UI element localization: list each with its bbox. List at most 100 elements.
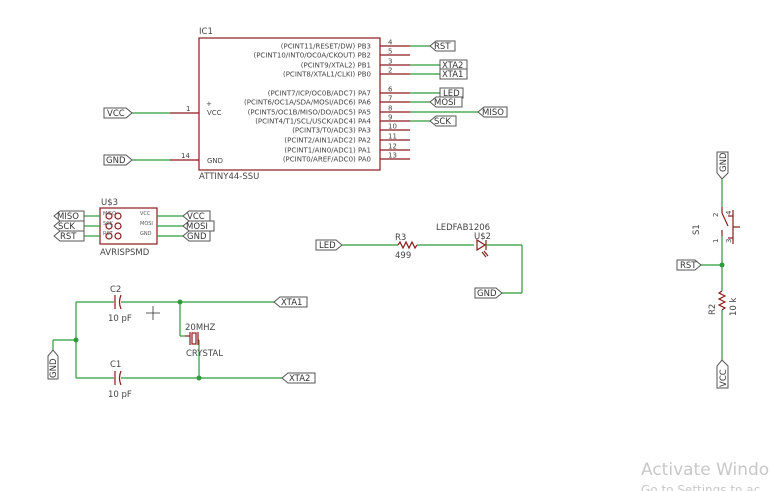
ic1-pin-label: (PCINT6/OC1A/SDA/MOSI/ADC6) PA6 xyxy=(244,99,372,107)
c1-capacitor[interactable] xyxy=(114,370,122,386)
c1-name: C1 xyxy=(110,360,121,370)
crosshair-cursor-icon xyxy=(146,306,160,320)
net-label-mosi-header[interactable]: MOSI xyxy=(182,220,215,232)
c1-value: 10 pF xyxy=(108,390,132,400)
ic1-name: IC1 xyxy=(199,27,213,37)
net-label-xta2-text: XTA2 xyxy=(442,61,463,71)
r3-value: 499 xyxy=(395,251,411,261)
net-label-mosi-ic1[interactable]: MOSI xyxy=(429,96,463,108)
ic1-pin-label: (PCINT8/XTAL1/CLKI) PB0 xyxy=(283,71,371,79)
crystal-y1[interactable] xyxy=(185,332,199,345)
ic1-vcc-pin-num: 1 xyxy=(186,105,190,113)
net-label-miso-ic1[interactable]: MISO xyxy=(477,106,508,118)
net-label-gnd-led[interactable] xyxy=(474,287,503,299)
c2-value: 10 pF xyxy=(108,314,132,324)
net-label-gnd-reset-text: GND xyxy=(719,152,729,172)
net-label-vcc-text: VCC xyxy=(107,109,125,119)
net-label-vcc-header-text: VCC xyxy=(187,212,205,222)
crystal-value: CRYSTAL xyxy=(186,349,223,359)
net-label-xta1-ic1[interactable]: XTA1 xyxy=(439,68,468,80)
net-label-gnd-led-text: GND xyxy=(477,289,497,299)
ic1-pin-number: 5 xyxy=(388,48,392,56)
net-label-rst-reset[interactable] xyxy=(676,259,702,271)
net-label-xta1-text: XTA1 xyxy=(442,70,463,80)
avrisp-header[interactable]: U$3 MISO SCK RST VCC MOSI GND AVRISPSMD xyxy=(99,198,158,258)
net-label-gnd-header-text: GND xyxy=(187,232,207,242)
ic1-pin-label: (PCINT9/XTAL2) PB1 xyxy=(301,62,371,70)
net-label-xta2-crystal[interactable] xyxy=(281,372,316,384)
net-label-led-circuit-text: LED xyxy=(319,241,336,251)
reset-circuit[interactable]: GND S1 2 4 1 3 RST R2 10 k VCC xyxy=(676,151,740,389)
ic1-pin-number: 12 xyxy=(388,143,397,151)
header-pin-sck: SCK xyxy=(103,221,114,227)
ic1-plus-sign: + xyxy=(206,100,212,108)
net-label-rst-header[interactable]: RST xyxy=(53,230,85,242)
ic1-gnd-label: GND xyxy=(207,157,223,165)
crystal-circuit[interactable]: C2 10 pF C1 10 pF xyxy=(47,285,316,400)
activate-windows-watermark: Activate Windo xyxy=(641,460,769,480)
r2-value: 10 k xyxy=(729,297,739,316)
ic1-pin-number: 13 xyxy=(388,152,397,160)
net-label-sck-header[interactable]: SCK xyxy=(53,220,85,232)
net-label-vcc-ic1[interactable]: VCC xyxy=(103,107,133,119)
net-label-rst-header-text: RST xyxy=(60,232,77,242)
ic1-pin-number: 2 xyxy=(388,67,392,75)
net-label-rst-ic1[interactable]: RST xyxy=(429,40,456,52)
net-label-mosi-header-text: MOSI xyxy=(186,222,208,232)
c2-name: C2 xyxy=(110,285,121,295)
net-label-vcc-reset-text: VCC xyxy=(719,369,729,387)
r3-name: R3 xyxy=(395,233,406,243)
s1-name: S1 xyxy=(692,224,702,235)
led-circuit[interactable]: LED R3 499 LEDFAB1206 U$2 GND xyxy=(315,223,523,299)
header-pin-mosi: MOSI xyxy=(140,221,153,227)
ic1-pin-number: 7 xyxy=(388,95,392,103)
r2-resistor[interactable] xyxy=(717,290,727,311)
net-label-led-text: LED xyxy=(443,89,460,99)
ic1-pin-number: 9 xyxy=(388,114,392,122)
net-label-gnd-text: GND xyxy=(106,156,126,166)
led-diode[interactable] xyxy=(476,238,489,258)
ic1-gnd-pin-num: 14 xyxy=(181,152,190,160)
ic1-pin-number: 4 xyxy=(388,39,393,47)
net-label-xta1-crystal[interactable] xyxy=(273,296,308,308)
led-value: LEDFAB1206 xyxy=(436,223,490,233)
net-label-miso-header-text: MISO xyxy=(57,212,79,222)
ic1-pin-label: (PCINT4/T1/SCL/USCK/ADC4) PA4 xyxy=(255,118,371,126)
ic1-pin-number: 8 xyxy=(388,105,392,113)
crystal-freq: 20MHZ xyxy=(185,323,216,333)
activate-windows-watermark-sub: Go to Settings to ac xyxy=(641,483,760,491)
ic1-vcc-label: VCC xyxy=(207,109,222,117)
net-label-gnd-crystal[interactable]: GND xyxy=(47,349,59,380)
ic1-pin-label: (PCINT10/INT0/OC0A/CKOUT) PB2 xyxy=(253,52,371,60)
net-label-sck-text: SCK xyxy=(434,117,451,127)
ic1-pin-label: (PCINT3/T0/ADC3) PA3 xyxy=(292,127,371,135)
s1-pin-2: 2 xyxy=(712,213,720,217)
r3-resistor[interactable] xyxy=(397,240,418,250)
net-label-led-circuit[interactable] xyxy=(315,239,343,251)
ic1-pin-label: (PCINT11/RESET/DW) PB3 xyxy=(281,43,371,51)
net-label-sck-ic1[interactable]: SCK xyxy=(429,115,457,127)
net-label-gnd-reset[interactable]: GND xyxy=(716,151,729,180)
s1-pin-1: 1 xyxy=(712,239,720,243)
net-label-miso-header[interactable]: MISO xyxy=(53,210,85,222)
net-label-vcc-header[interactable]: VCC xyxy=(182,210,211,222)
ic1-nets xyxy=(132,45,478,161)
header-pin-gnd: GND xyxy=(140,231,152,237)
header-pin-rst: RST xyxy=(103,231,114,237)
net-label-gnd-header[interactable]: GND xyxy=(182,230,211,242)
ic1-pin-label: (PCINT2/AIN1/ADC2) PA2 xyxy=(284,137,371,145)
s1-pin-3: 3 xyxy=(725,239,733,243)
ic1-pin-number: 11 xyxy=(388,133,397,141)
header-nets xyxy=(84,215,183,237)
ic1-pin-number: 3 xyxy=(388,58,392,66)
s1-switch[interactable] xyxy=(721,207,740,244)
s1-pin-4: 4 xyxy=(725,210,733,215)
c2-capacitor[interactable] xyxy=(114,294,122,310)
ic1-pin-label: (PCINT0/AREF/ADC0) PA0 xyxy=(283,156,371,164)
net-label-gnd-ic1[interactable]: GND xyxy=(103,154,133,166)
net-label-rst-text: RST xyxy=(434,42,451,52)
ic1-symbol[interactable]: IC1 ATTINY44-SSU 1 14 + VCC GND (PCINT11… xyxy=(170,27,410,182)
net-label-vcc-reset[interactable]: VCC xyxy=(716,359,729,389)
net-label-xta2-crystal-text: XTA2 xyxy=(289,374,310,384)
